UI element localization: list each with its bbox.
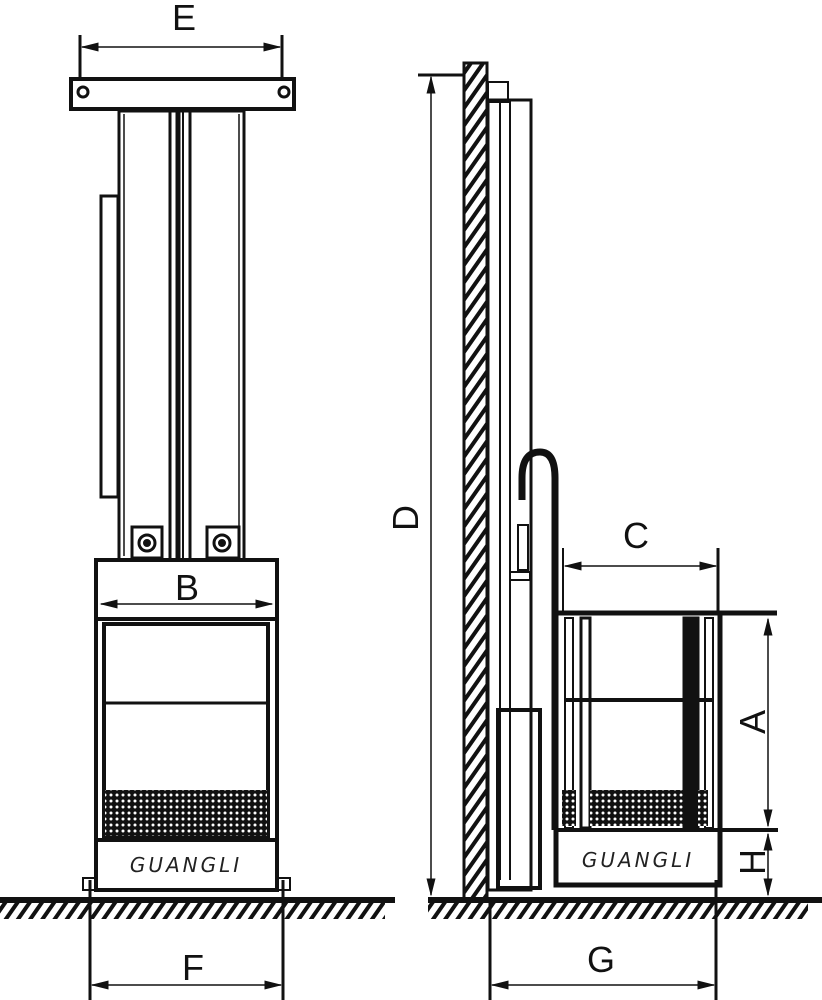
mast-left xyxy=(117,109,172,562)
front-view xyxy=(0,35,395,1000)
side-view xyxy=(418,61,822,1000)
top-bar xyxy=(69,77,296,111)
side-cage xyxy=(553,610,723,888)
brand-side: GUANGLI xyxy=(582,848,694,872)
label-h: H xyxy=(732,849,773,875)
label-e: E xyxy=(172,0,196,38)
label-c: C xyxy=(623,515,649,556)
label-g: G xyxy=(587,939,615,980)
mesh-panel xyxy=(105,790,267,836)
wall xyxy=(462,61,489,901)
hydraulic-cylinder xyxy=(496,708,542,890)
mast-right xyxy=(188,109,246,562)
brand-front: GUANGLI xyxy=(130,853,242,877)
label-b: B xyxy=(175,567,199,608)
label-a: A xyxy=(732,710,773,734)
handrail xyxy=(518,448,559,830)
label-f: F xyxy=(182,947,204,988)
label-d: D xyxy=(385,505,426,531)
platform-body xyxy=(94,558,279,892)
